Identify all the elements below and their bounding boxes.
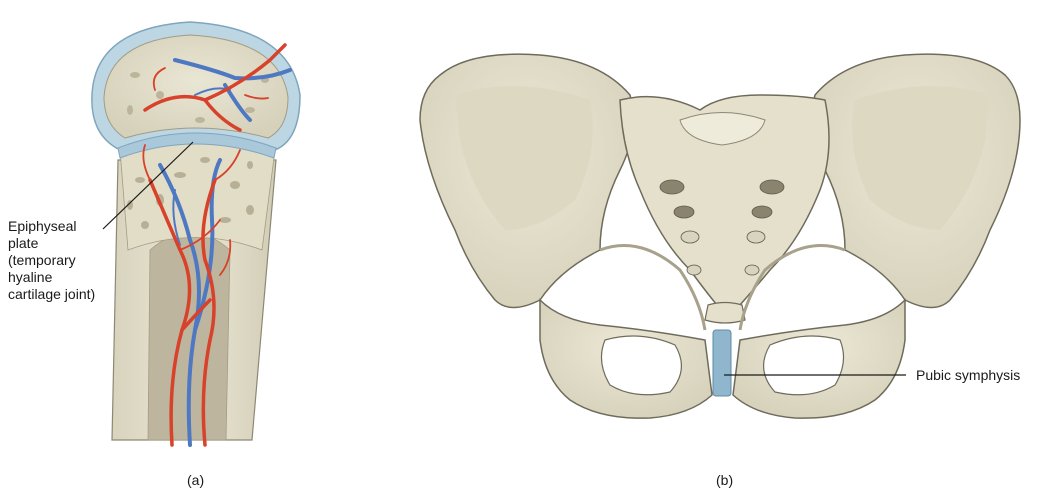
callout-line: cartilage joint) — [8, 286, 95, 303]
coccyx — [705, 303, 745, 324]
pubic-symphysis-callout: Pubic symphysis — [916, 367, 1020, 384]
left-obturator-foramen — [601, 336, 681, 395]
epiphyseal-plate-callout: Epiphyseal plate (temporary hyaline cart… — [8, 218, 95, 303]
callout-line: hyaline — [8, 269, 95, 286]
callout-line: Pubic symphysis — [916, 367, 1020, 384]
callout-line: (temporary — [8, 252, 95, 269]
long-bone-illustration — [92, 22, 300, 445]
callout-line: Epiphyseal — [8, 218, 95, 235]
right-obturator-foramen — [764, 336, 844, 395]
pubic-symphysis — [713, 330, 731, 396]
panel-a-caption: (a) — [187, 472, 204, 488]
panel-b-caption: (b) — [716, 472, 733, 488]
pelvis-illustration — [420, 54, 1020, 418]
callout-line: plate — [8, 235, 95, 252]
